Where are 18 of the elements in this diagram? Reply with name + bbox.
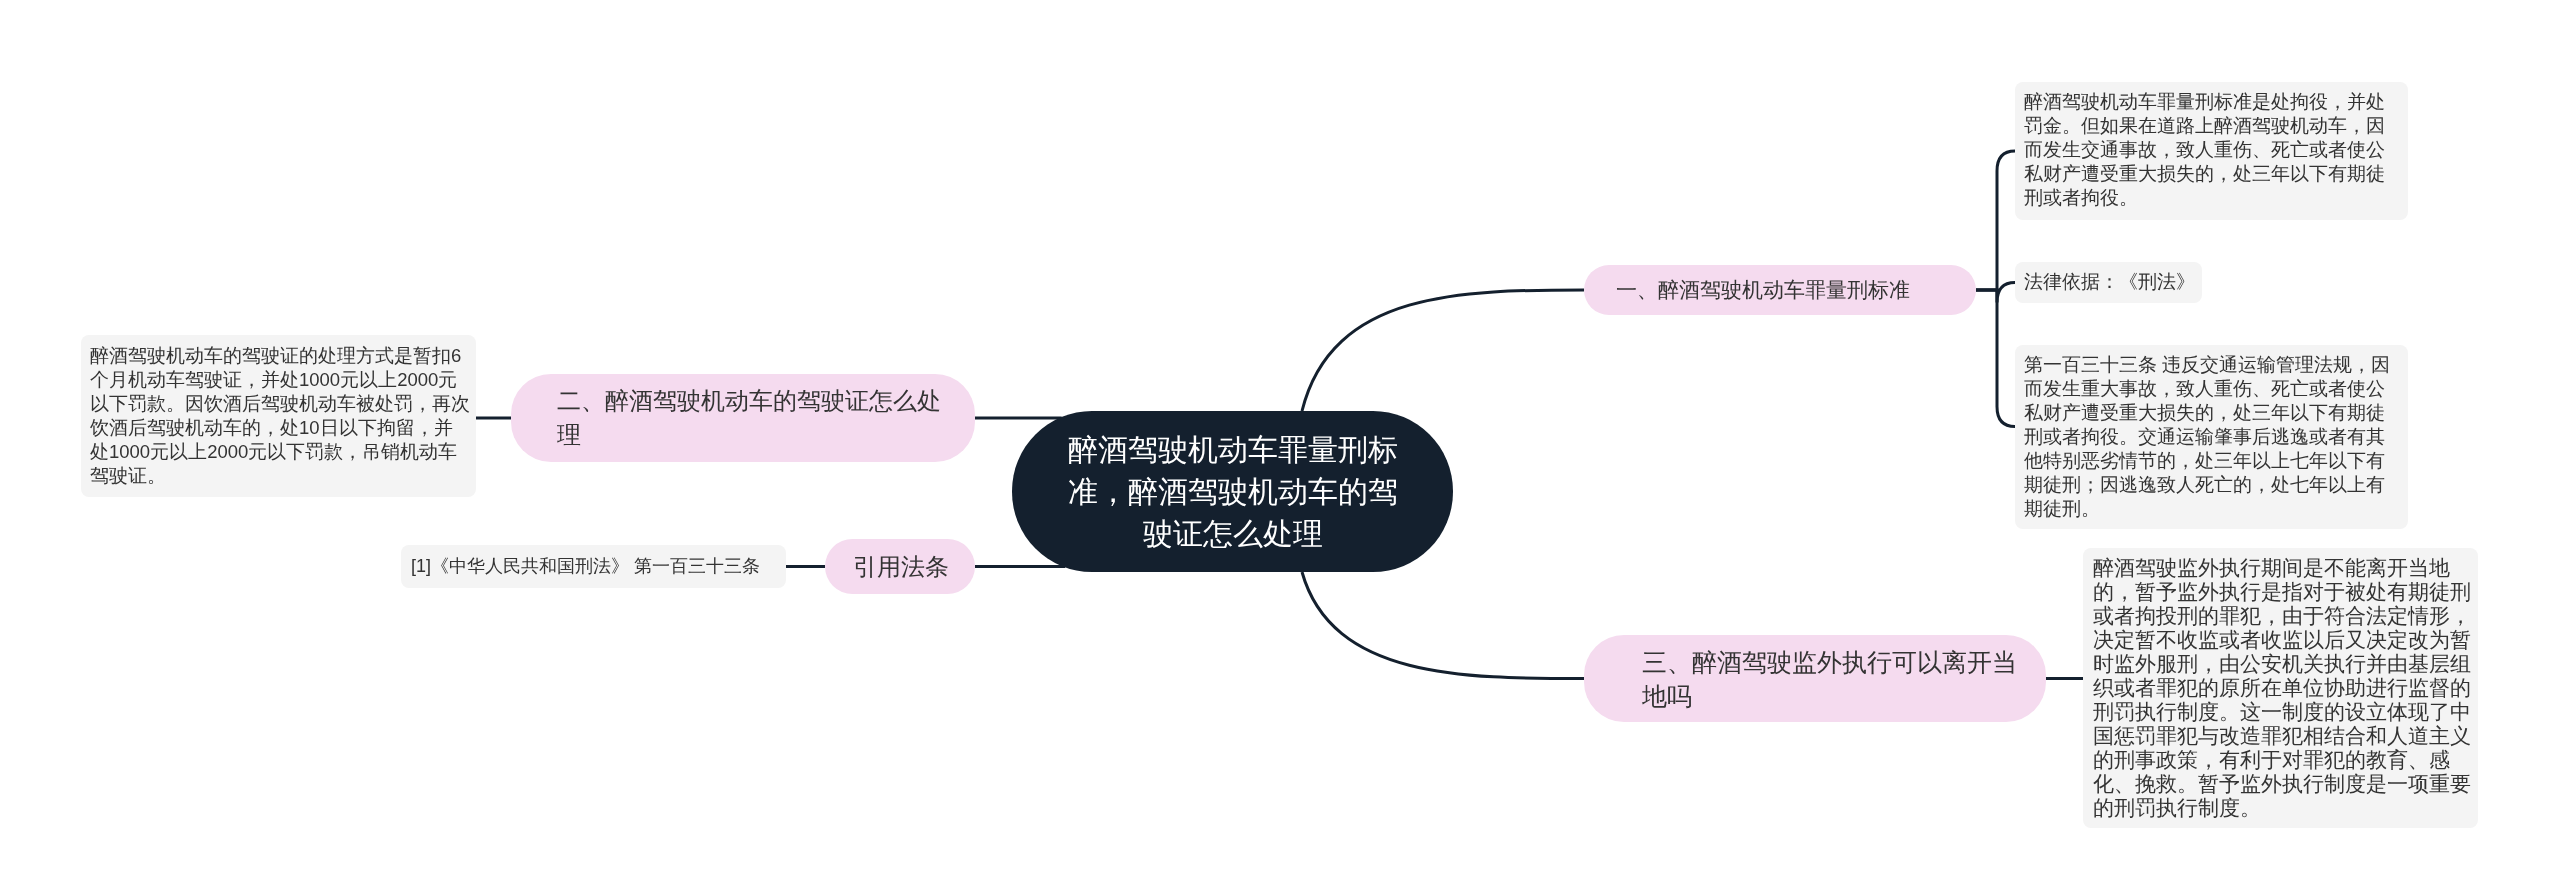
connector-line <box>2046 677 2083 680</box>
topic-box: 二、醉酒驾驶机动车的驾驶证怎么处理 <box>511 374 975 462</box>
connector-line <box>786 565 825 568</box>
central-topic: 醉酒驾驶机动车罪量刑标准，醉酒驾驶机动车的驾驶证怎么处理 <box>1012 411 1453 572</box>
connector-line <box>975 565 1066 568</box>
note-box: 醉酒驾驶监外执行期间是不能离开当地的，暂予监外执行是指对于被处有期徒刑或者拘投刑的罪犯，由于符合法定情形，决定暂不收监或者收监以后又决定改为暂时监外服刑，由公安机关执行并由基层组织或者罪犯的原所在单位协助进行监督的刑罚执行制度。这一制度的设立体现了中国惩罚罪犯与改造罪犯相结合和人道主义的刑事政策，有利于对罪犯的教育、感化、挽救。暂予监外执行制度是一项重要的刑罚执行制度。 <box>2083 548 2478 828</box>
note-box: 醉酒驾驶机动车的驾驶证的处理方式是暂扣6个月机动车驾驶证，并处1000元以上2000元以下罚款。因饮酒后驾驶机动车被处罚，再次饮酒后驾驶机动车的，处10日以下拘留，并处1000元以上2000元以下罚款，吊销机动车驾驶证。 <box>81 335 476 497</box>
note-box: [1]《中华人民共和国刑法》 第一百三十三条 <box>401 545 786 588</box>
connector-line <box>1300 571 1584 680</box>
topic-box: 三、醉酒驾驶监外执行可以离开当地吗 <box>1584 635 2046 722</box>
connector-line <box>1300 288 1584 412</box>
topic-box: 引用法条 <box>825 539 975 594</box>
connector-line <box>975 416 1062 420</box>
note-box: 醉酒驾驶机动车罪量刑标准是处拘役，并处罚金。但如果在道路上醉酒驾驶机动车，因而发生交通事故，致人重伤、死亡或者使公私财产遭受重大损失的，处三年以下有期徒刑或者拘役。 <box>2015 82 2408 220</box>
note-box: 第一百三十三条 违反交通运输管理法规，因而发生重大事故，致人重伤、死亡或者使公私财产遭受重大损失的，处三年以下有期徒刑或者拘役。交通运输肇事后逃逸或者有其他特别恶劣情节的，处三年以上七年以下有期徒刑；因逃逸致人死亡的，处七年以上有期徒刑。 <box>2015 345 2408 529</box>
note-box: 法律依据：《刑法》 <box>2015 262 2202 303</box>
connector-line <box>476 416 511 420</box>
topic-box: 一、醉酒驾驶机动车罪量刑标准 <box>1584 265 1976 315</box>
